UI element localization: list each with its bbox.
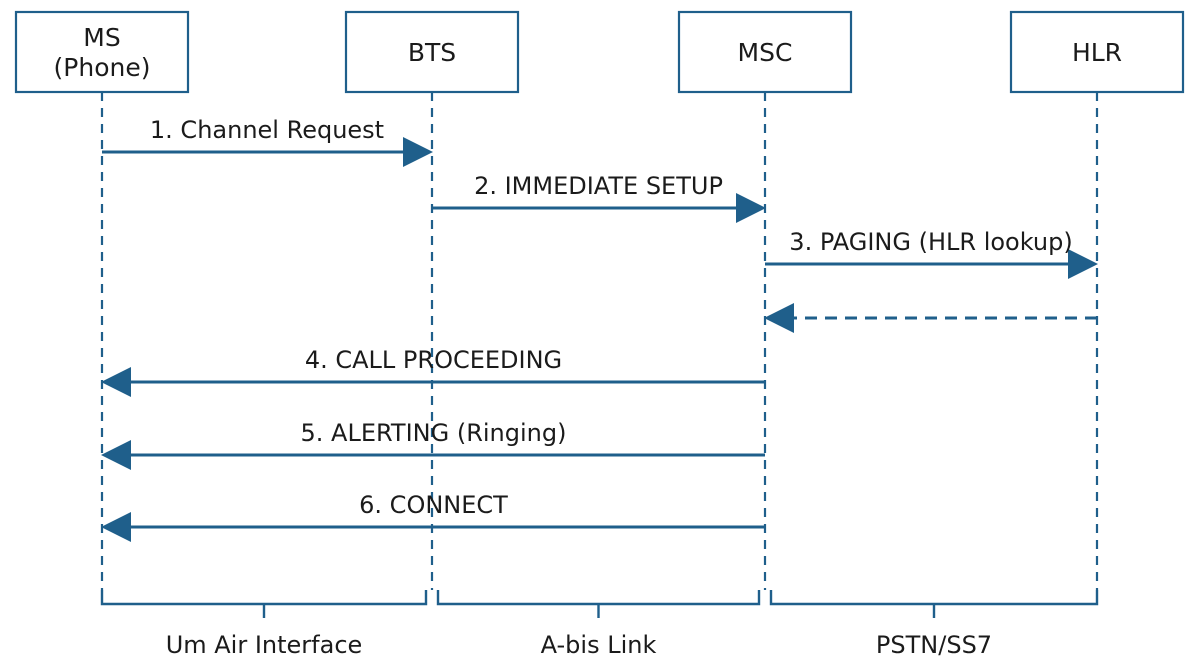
actor-label-msc-0: MSC xyxy=(738,38,793,67)
message-label-3: 3. PAGING (HLR lookup) xyxy=(789,228,1072,256)
message-5: 4. CALL PROCEEDING xyxy=(101,346,765,397)
actor-label-hlr-0: HLR xyxy=(1072,38,1122,67)
actor-ms: MS(Phone) xyxy=(14,10,190,94)
actor-label-bts-0: BTS xyxy=(408,38,456,67)
actor-box-bts xyxy=(344,10,520,94)
segment-bracket-1 xyxy=(100,590,428,618)
actor-bts: BTS xyxy=(344,10,520,94)
actors-layer: MS(Phone) BTS MSC HLR xyxy=(14,10,1185,94)
segment-1: Um Air Interface xyxy=(100,590,428,659)
message-7: 6. CONNECT xyxy=(101,491,765,542)
message-label-6: 5. ALERTING (Ringing) xyxy=(301,419,567,447)
message-2: 2. IMMEDIATE SETUP xyxy=(432,172,766,223)
segment-bracket-3 xyxy=(769,590,1099,618)
message-1: 1. Channel Request xyxy=(102,116,433,167)
segment-2: A-bis Link xyxy=(436,590,761,659)
actor-box-msc xyxy=(677,10,853,94)
message-label-7: 6. CONNECT xyxy=(359,491,508,519)
actor-box-ms xyxy=(14,10,190,94)
segment-label-2: A-bis Link xyxy=(541,631,657,659)
segment-label-3: PSTN/SS7 xyxy=(876,631,992,659)
segments-layer: Um Air Interface A-bis Link PSTN/SS7 xyxy=(100,590,1099,659)
message-label-2: 2. IMMEDIATE SETUP xyxy=(474,172,723,200)
actor-hlr: HLR xyxy=(1009,10,1185,94)
actor-msc: MSC xyxy=(677,10,853,94)
segment-3: PSTN/SS7 xyxy=(769,590,1099,659)
actor-label-ms-1: (Phone) xyxy=(54,53,151,82)
actor-box-hlr xyxy=(1009,10,1185,94)
segment-label-1: Um Air Interface xyxy=(166,631,363,659)
actor-label-ms-0: MS xyxy=(83,23,120,52)
messages-layer: 1. Channel Request 2. IMMEDIATE SETUP 3. P… xyxy=(101,116,1098,542)
message-3: 3. PAGING (HLR lookup) xyxy=(765,228,1098,279)
lifelines-layer xyxy=(100,92,1099,590)
segment-bracket-2 xyxy=(436,590,761,618)
message-label-1: 1. Channel Request xyxy=(150,116,384,144)
message-label-5: 4. CALL PROCEEDING xyxy=(305,346,562,374)
message-6: 5. ALERTING (Ringing) xyxy=(101,419,765,470)
